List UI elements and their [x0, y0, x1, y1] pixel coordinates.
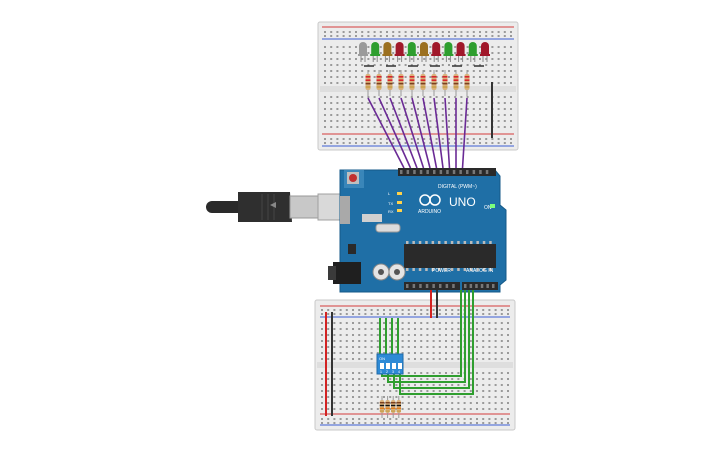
led: [467, 42, 478, 62]
purple-wires: [367, 97, 468, 169]
resistor: [398, 70, 404, 96]
led: [443, 42, 454, 62]
power-jack-icon: [328, 262, 361, 284]
on-label: ON: [484, 205, 492, 211]
uno-label: UNO: [449, 195, 476, 209]
resistor-array: [365, 70, 470, 96]
power-label: POWER: [432, 268, 451, 274]
resistor: [391, 396, 396, 418]
arduino-logo-icon: [419, 194, 441, 206]
resistor: [365, 70, 371, 96]
resistor: [409, 70, 415, 96]
green-wires: [379, 290, 474, 395]
led: [455, 42, 466, 62]
top-breadboard[interactable]: [317, 21, 519, 151]
led: [382, 42, 393, 62]
resistor: [453, 70, 459, 96]
resistor: [464, 70, 470, 96]
l-label: L: [388, 191, 391, 196]
dip-pos-4: 4: [398, 370, 400, 374]
resistor: [396, 396, 401, 418]
led: [406, 42, 417, 62]
resistor: [420, 70, 426, 96]
resistor: [387, 70, 393, 96]
led-array: [358, 42, 490, 62]
led: [480, 42, 490, 62]
power-wires: [325, 290, 438, 416]
dip-pos-2: 2: [386, 370, 388, 374]
dip-switch[interactable]: ON 1 2 3 4: [376, 353, 404, 375]
led: [358, 42, 368, 62]
digital-label: DIGITAL (PWM~): [438, 184, 477, 190]
led: [370, 42, 381, 62]
usb-cable-icon: [206, 192, 347, 222]
resistor: [385, 396, 390, 418]
rx-label: RX: [388, 209, 394, 214]
dip-pos-3: 3: [392, 370, 394, 374]
resistor: [376, 70, 382, 96]
dip-switch-on-label: ON: [379, 356, 385, 361]
arduino-uno-board[interactable]: DIGITAL (PWM~) TX RX L ARDUINO UNO ON PO…: [328, 168, 507, 293]
dip-pos-1: 1: [380, 370, 382, 374]
resistor: [431, 70, 437, 96]
digital-header[interactable]: [400, 170, 489, 174]
analog-label: ANALOG IN: [466, 268, 494, 274]
pulldown-resistors: [379, 396, 401, 418]
resistor: [442, 70, 448, 96]
reset-button-icon[interactable]: [347, 172, 359, 184]
bottom-breadboard[interactable]: [314, 299, 516, 431]
power-analog-header[interactable]: [406, 284, 495, 288]
resistor: [379, 396, 385, 418]
led: [419, 42, 429, 62]
led: [394, 42, 405, 62]
bottom-breadboard-holes: [321, 309, 509, 424]
tx-label: TX: [388, 201, 393, 206]
arduino-logo-text: ARDUINO: [418, 209, 441, 215]
led: [431, 42, 442, 62]
microcontroller-chip: [406, 241, 492, 271]
